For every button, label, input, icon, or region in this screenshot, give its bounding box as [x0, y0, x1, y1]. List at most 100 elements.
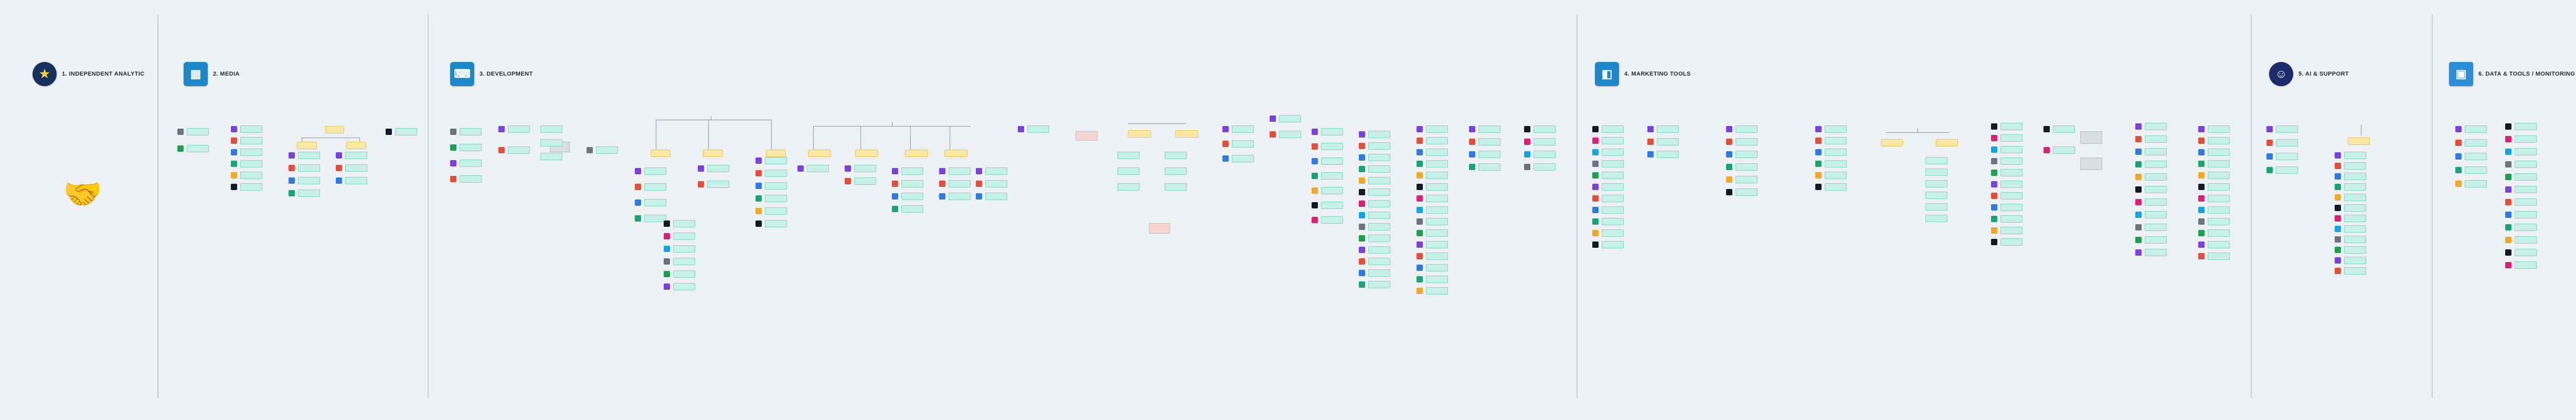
tool-node[interactable] [707, 181, 729, 188]
tool-node[interactable] [1657, 138, 1679, 145]
tool-node[interactable] [807, 165, 829, 172]
tool-node[interactable] [2515, 224, 2537, 231]
tool-node[interactable] [2208, 172, 2230, 179]
tool-node[interactable] [765, 170, 787, 177]
tool-node[interactable] [2276, 125, 2298, 133]
tool-node[interactable] [2208, 125, 2230, 133]
tool-node[interactable] [2145, 135, 2167, 143]
tool-node[interactable] [673, 245, 695, 253]
tool-node[interactable] [2344, 267, 2366, 275]
tool-node[interactable] [1478, 138, 1500, 145]
tool-node[interactable] [901, 193, 923, 200]
tool-node[interactable] [1321, 216, 1343, 224]
tool-node[interactable] [2000, 227, 2023, 234]
tool-node[interactable] [1534, 125, 1556, 133]
tool-node[interactable] [2000, 158, 2023, 165]
tool-node[interactable] [673, 258, 695, 265]
tool-node[interactable] [765, 220, 787, 227]
tool-node[interactable] [298, 190, 320, 197]
tool-node[interactable] [901, 180, 923, 187]
tool-node[interactable] [854, 165, 876, 172]
tool-node[interactable] [1117, 183, 1140, 191]
tool-node[interactable] [1368, 142, 1390, 150]
tool-node[interactable] [707, 165, 729, 172]
tool-node[interactable] [1478, 151, 1500, 158]
tool-node[interactable] [673, 220, 695, 227]
tool-node[interactable] [1534, 151, 1556, 158]
tool-node[interactable] [2465, 153, 2487, 160]
tool-node[interactable] [1602, 183, 1624, 191]
tool-node[interactable] [1825, 149, 1847, 156]
tool-node[interactable] [1368, 223, 1390, 230]
tool-node[interactable] [1426, 241, 1448, 248]
tool-node[interactable] [2208, 218, 2230, 225]
tool-node[interactable] [1736, 151, 1758, 158]
tool-node[interactable] [2208, 183, 2230, 191]
tool-node[interactable] [1925, 180, 1947, 187]
tool-node[interactable] [395, 128, 417, 135]
tool-node[interactable] [1232, 155, 1254, 162]
tool-node[interactable] [673, 283, 695, 290]
tool-node[interactable] [1426, 276, 1448, 283]
tool-node[interactable] [2000, 146, 2023, 153]
tool-node[interactable] [2515, 186, 2537, 193]
tool-node[interactable] [765, 157, 787, 164]
tool-node[interactable] [2145, 148, 2167, 155]
tool-node[interactable] [1736, 176, 1758, 183]
tool-node[interactable] [949, 167, 971, 175]
tool-node[interactable] [1426, 183, 1448, 191]
tool-node[interactable] [2145, 249, 2167, 256]
tool-node[interactable] [949, 193, 971, 200]
tool-node[interactable] [298, 152, 320, 159]
tool-node[interactable] [2344, 173, 2366, 180]
tool-node[interactable] [1925, 157, 1947, 164]
tool-node[interactable] [1321, 202, 1343, 209]
tool-node[interactable] [345, 164, 367, 172]
tool-node[interactable] [345, 152, 367, 159]
tool-node[interactable] [1368, 131, 1390, 138]
tool-node[interactable] [2515, 123, 2537, 130]
tool-node[interactable] [1925, 215, 1947, 222]
tool-node[interactable] [1736, 138, 1758, 145]
tool-node[interactable] [1368, 212, 1390, 219]
tool-node[interactable] [2145, 173, 2167, 181]
tool-node[interactable] [1426, 137, 1448, 144]
tool-node[interactable] [1657, 125, 1679, 133]
tool-node[interactable] [1825, 125, 1847, 133]
tool-node[interactable] [298, 164, 320, 172]
tool-node[interactable] [2000, 181, 2023, 188]
tool-node[interactable] [985, 167, 1007, 175]
tool-node[interactable] [540, 153, 562, 160]
tool-node[interactable] [1426, 206, 1448, 214]
tool-node[interactable] [1736, 125, 1758, 133]
tool-node[interactable] [2000, 169, 2023, 176]
tool-node[interactable] [1368, 258, 1390, 265]
tool-node[interactable] [540, 139, 562, 146]
tool-node[interactable] [460, 144, 482, 151]
tool-node[interactable] [2208, 206, 2230, 214]
tool-node[interactable] [2208, 149, 2230, 156]
tool-node[interactable] [1117, 152, 1140, 159]
tool-node[interactable] [854, 177, 876, 185]
tool-node[interactable] [2000, 204, 2023, 211]
tool-node[interactable] [2515, 135, 2537, 143]
tool-node[interactable] [2053, 146, 2075, 154]
tool-node[interactable] [1426, 264, 1448, 271]
tool-node[interactable] [2145, 236, 2167, 244]
tool-node[interactable] [240, 125, 262, 133]
tool-node[interactable] [1321, 128, 1343, 135]
tool-node[interactable] [1321, 143, 1343, 150]
tool-node[interactable] [2208, 229, 2230, 237]
tool-node[interactable] [1426, 172, 1448, 179]
tool-node[interactable] [2515, 211, 2537, 218]
tool-node[interactable] [1117, 167, 1140, 175]
tool-node[interactable] [2465, 180, 2487, 187]
tool-node[interactable] [2208, 137, 2230, 144]
tool-node[interactable] [2344, 194, 2366, 201]
tool-node[interactable] [1165, 183, 1187, 191]
tool-node[interactable] [2145, 211, 2167, 218]
tool-node[interactable] [1602, 241, 1624, 248]
tool-node[interactable] [673, 233, 695, 240]
tool-node[interactable] [1602, 195, 1624, 202]
tool-node[interactable] [2145, 198, 2167, 206]
